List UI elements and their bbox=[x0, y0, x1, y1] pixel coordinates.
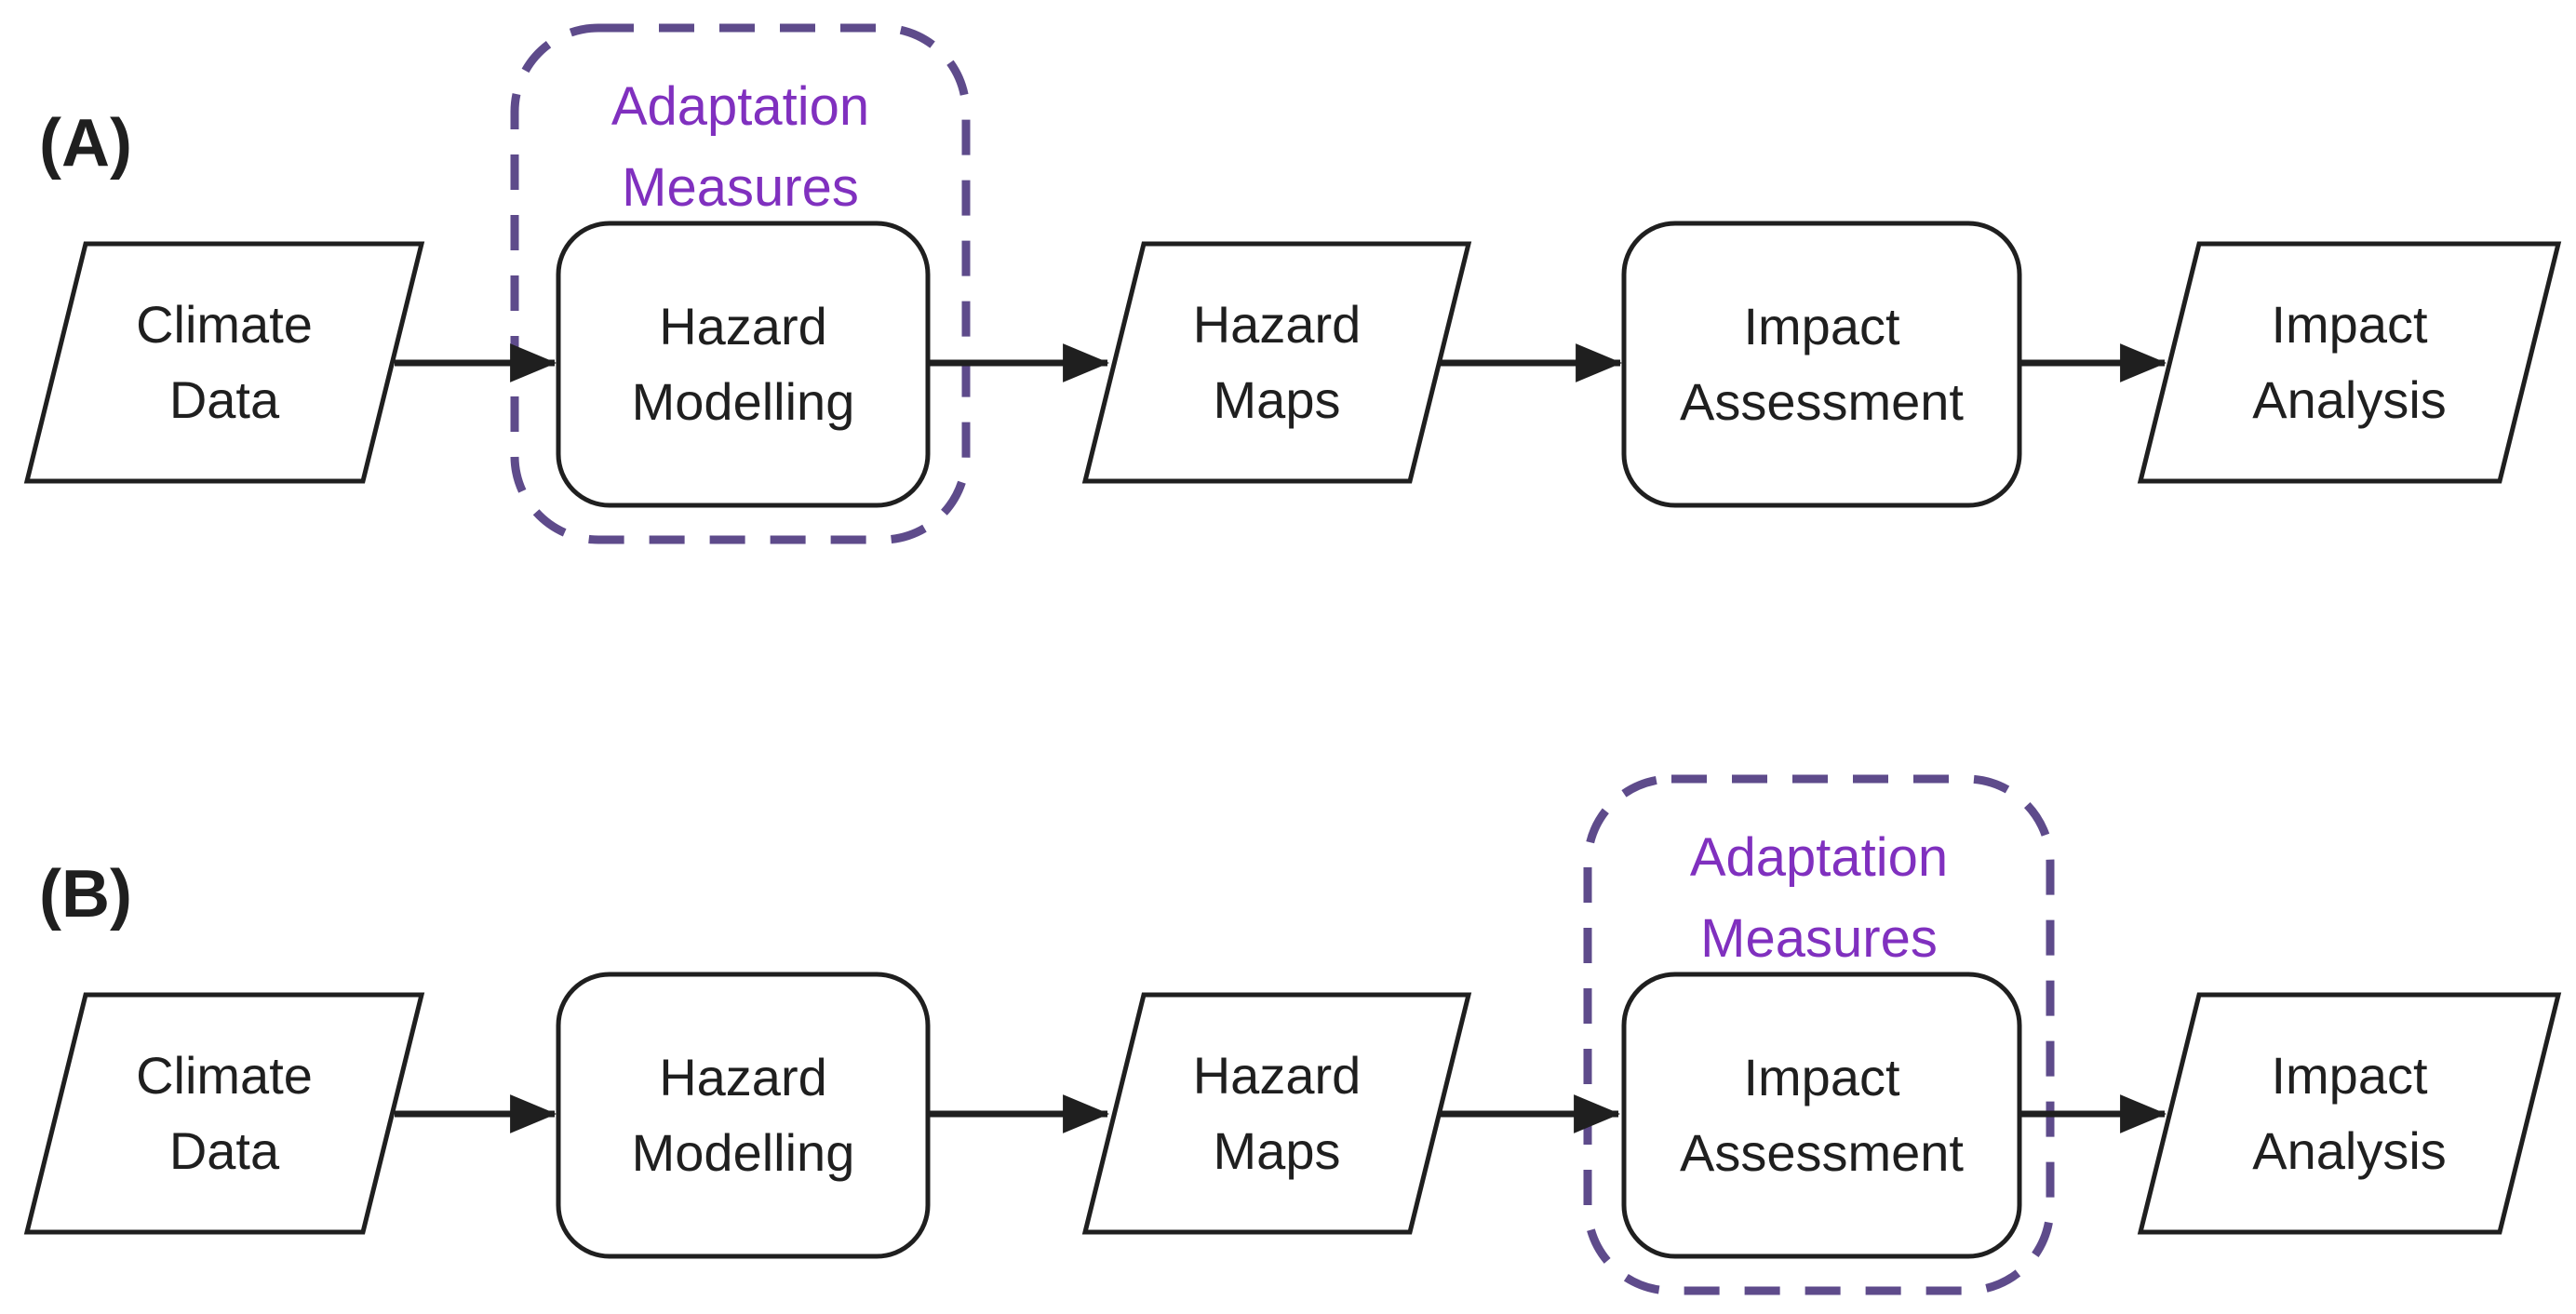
climate-data-parallelogram-a bbox=[23, 241, 425, 484]
impact-assessment-label-a: Impact Assessment bbox=[1680, 297, 1964, 431]
climate-data-parallelogram-b bbox=[23, 992, 425, 1235]
adaptation-measures-label-a: Adaptation Measures bbox=[610, 75, 870, 218]
adaptation-measures-dashed-box-a bbox=[510, 23, 971, 544]
hazard-maps-label-b: Hazard Maps bbox=[1192, 1046, 1362, 1180]
impact-assessment-box-b bbox=[1621, 972, 2022, 1259]
climate-data-label-a: Climate Data bbox=[136, 295, 313, 429]
hazard-maps-label-a: Hazard Maps bbox=[1192, 295, 1362, 429]
climate-data-label-b: Climate Data bbox=[136, 1046, 313, 1180]
impact-analysis-parallelogram-a bbox=[2137, 241, 2562, 484]
hazard-maps-parallelogram-b bbox=[1081, 992, 1472, 1235]
hazard-modelling-label-b: Hazard Modelling bbox=[631, 1048, 855, 1182]
panel-a-shapes bbox=[23, 23, 2562, 544]
impact-analysis-label-b: Impact Analysis bbox=[2252, 1046, 2447, 1180]
adaptation-measures-dashed-box-b bbox=[1583, 774, 2055, 1295]
impact-analysis-label-a: Impact Analysis bbox=[2252, 295, 2447, 429]
panel-b-shapes bbox=[23, 774, 2562, 1295]
impact-assessment-box-a bbox=[1621, 221, 2022, 508]
panel-a-label: (A) bbox=[39, 106, 132, 181]
hazard-modelling-box-b bbox=[556, 972, 931, 1259]
hazard-maps-parallelogram-a bbox=[1081, 241, 1472, 484]
impact-assessment-label-b: Impact Assessment bbox=[1680, 1048, 1964, 1182]
adaptation-measures-label-b: Adaptation Measures bbox=[1689, 826, 1949, 969]
hazard-modelling-label-a: Hazard Modelling bbox=[631, 297, 855, 431]
panel-b-label: (B) bbox=[39, 857, 132, 932]
hazard-modelling-box-a bbox=[556, 221, 931, 508]
impact-analysis-parallelogram-b bbox=[2137, 992, 2562, 1235]
